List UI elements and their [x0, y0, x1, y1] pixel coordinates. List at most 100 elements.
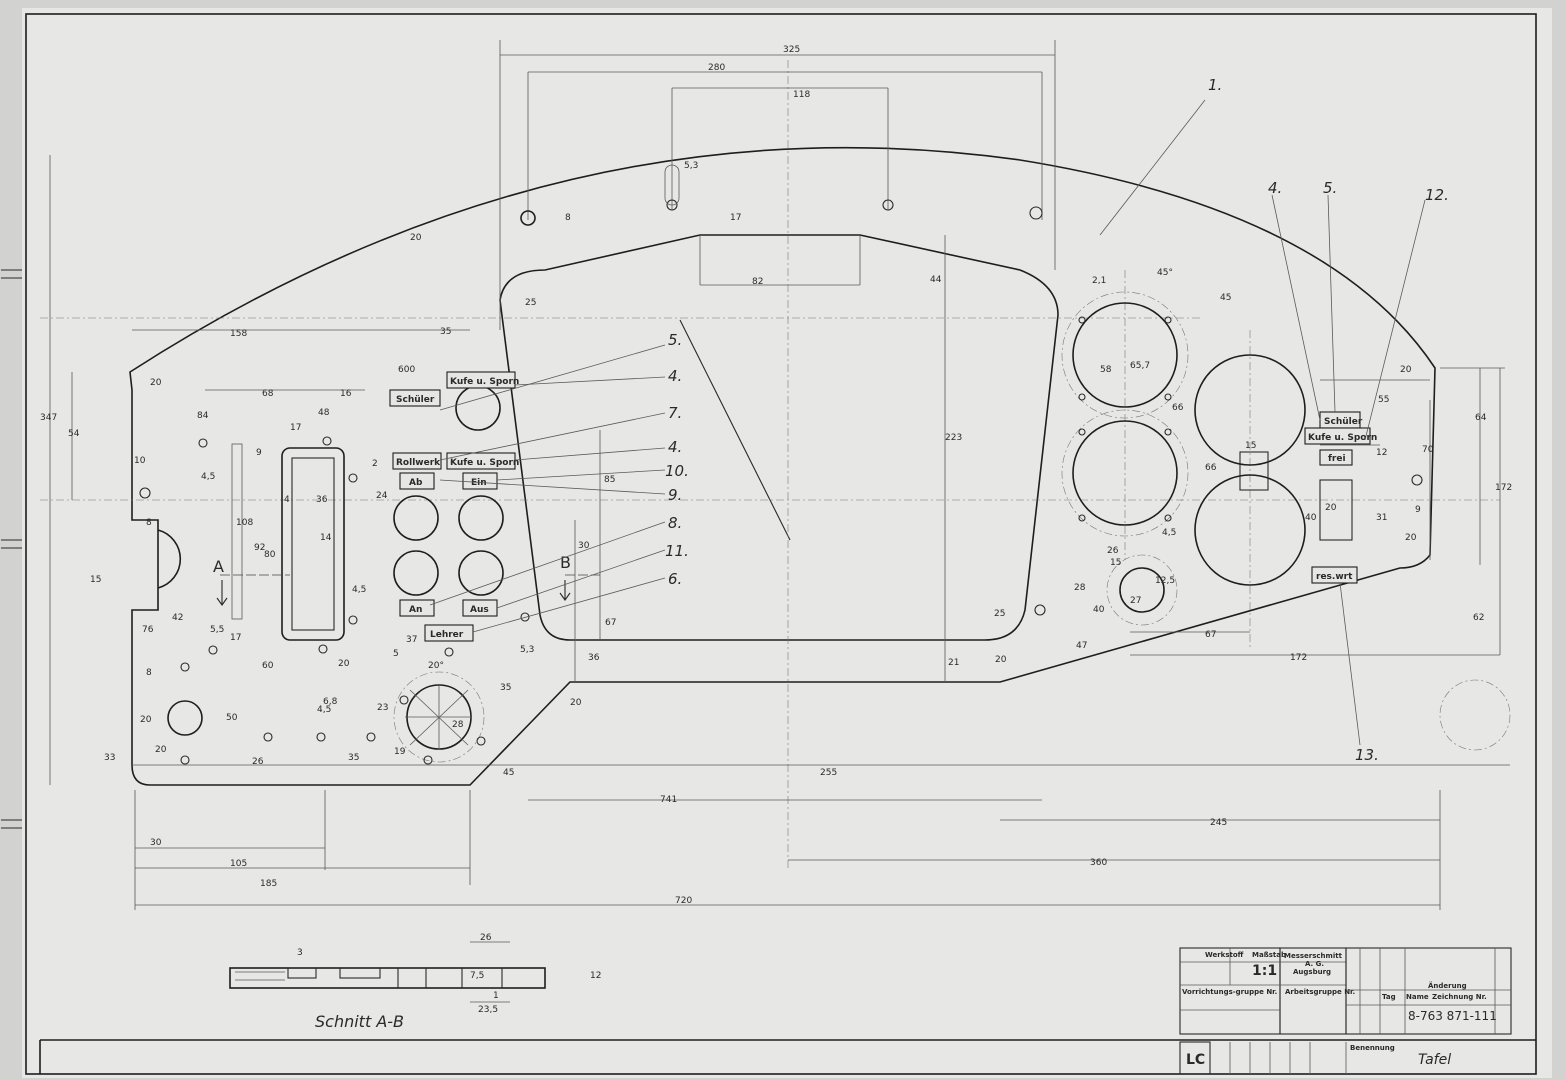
dim-2-1: 2,1 — [1092, 276, 1106, 286]
dim-66: 66 — [1172, 403, 1184, 413]
dim-54: 54 — [68, 429, 80, 439]
dim-48: 48 — [318, 408, 330, 418]
dim-158: 158 — [230, 329, 247, 339]
dim-24: 24 — [376, 491, 388, 501]
tb-aenderung: Änderung — [1428, 981, 1467, 990]
dim-16: 16 — [340, 389, 352, 399]
dim-172: 172 — [1290, 653, 1307, 663]
section-title: Schnitt A-B — [315, 1012, 404, 1031]
dim-25-r: 25 — [994, 609, 1005, 619]
dim-25: 25 — [525, 298, 536, 308]
section-dim-3: 3 — [297, 948, 303, 958]
dim-280: 280 — [708, 63, 725, 73]
dim-4-5-b: 4,5 — [352, 585, 366, 595]
callout-4b: 4. — [668, 438, 682, 456]
dim-741: 741 — [660, 795, 677, 805]
dim-20-corner: 20 — [155, 745, 167, 755]
dim-8-hole: 8 — [146, 518, 152, 528]
callout-4-right: 4. — [1268, 179, 1282, 197]
dim-720: 720 — [675, 896, 692, 906]
dim-30-b: 30 — [578, 541, 590, 551]
dim-185: 185 — [260, 879, 277, 889]
dim-45: 45 — [503, 768, 514, 778]
section-dim-26: 26 — [480, 933, 492, 943]
dim-31: 31 — [1376, 513, 1387, 523]
callout-7: 7. — [668, 404, 682, 422]
label-kufe-sporn: Kufe u. Sporn — [450, 377, 519, 387]
dim-68: 68 — [262, 389, 274, 399]
dim-26: 26 — [252, 757, 264, 767]
dim-47: 47 — [1076, 641, 1087, 651]
dim-70: 70 — [1422, 445, 1434, 455]
dim-60: 60 — [262, 661, 274, 671]
dim-17-slot: 17 — [290, 423, 301, 433]
dim-347: 347 — [40, 413, 57, 423]
dim-20-d: 20 — [570, 698, 582, 708]
dim-6-8: 6,8 — [323, 697, 338, 707]
dim-20-r2: 20 — [1405, 533, 1417, 543]
dim-66-b: 66 — [1205, 463, 1217, 473]
dim-325: 325 — [783, 45, 800, 55]
right-panel-features — [1061, 291, 1511, 751]
dim-28: 28 — [452, 720, 464, 730]
dim-44: 44 — [930, 275, 942, 285]
label-plates: Schüler Kufe u. Sporn Rollwerk Kufe u. S… — [213, 371, 1377, 642]
section-dim-12: 12 — [590, 971, 601, 981]
dim-14: 14 — [320, 533, 332, 543]
dim-35-b: 35 — [348, 753, 359, 763]
dim-20-tr: 20 — [1400, 365, 1412, 375]
dim-17-b: 17 — [230, 633, 241, 643]
dim-20-slot: 20 — [338, 659, 350, 669]
dim-40-r: 40 — [1305, 513, 1317, 523]
title-block: Werkstoff Maßstab 1:1 Messerschmitt A. G… — [1179, 947, 1512, 1075]
dim-5-3-b: 5,3 — [520, 645, 534, 655]
label-aus: Aus — [470, 605, 489, 615]
label-rollwerk: Rollwerk — [396, 458, 441, 468]
dim-42: 42 — [172, 613, 183, 623]
dim-20-b: 20 — [995, 655, 1007, 665]
dim-35-c: 35 — [500, 683, 511, 693]
tb-zeichnung: Zeichnung Nr. — [1432, 993, 1487, 1001]
dim-45-r: 45° — [1157, 268, 1173, 278]
section-mark-b: B — [560, 553, 571, 572]
callout-1: 1. — [1208, 76, 1222, 94]
center-lines — [40, 60, 1500, 870]
tb-drawing-no: 8-763 871-111 — [1408, 1009, 1497, 1023]
dim-67: 67 — [605, 618, 616, 628]
dim-105: 105 — [230, 859, 247, 869]
dim-30: 30 — [150, 838, 162, 848]
paper — [22, 8, 1552, 1078]
label-schueler-right: Schüler — [1324, 417, 1363, 427]
callout-13: 13. — [1355, 746, 1379, 764]
callout-12: 12. — [1425, 186, 1449, 204]
label-ein: Ein — [471, 478, 487, 488]
dim-17: 17 — [730, 213, 741, 223]
tb-arbeitsgruppe: Arbeitsgruppe Nr. — [1285, 988, 1355, 996]
dim-4: 4 — [284, 495, 290, 505]
dim-5: 5 — [393, 649, 399, 659]
dim-35: 35 — [440, 327, 451, 337]
dim-40: 40 — [1093, 605, 1105, 615]
dim-67-r: 67 — [1205, 630, 1216, 640]
label-lehrer: Lehrer — [430, 630, 464, 640]
dim-19: 19 — [394, 747, 406, 757]
dim-85: 85 — [604, 475, 615, 485]
panel-outline — [129, 146, 1436, 786]
dim-82: 82 — [752, 277, 763, 287]
dim-36: 36 — [316, 495, 328, 505]
tb-vorrichtung: Vorrichtungs-gruppe Nr. — [1182, 988, 1277, 996]
dim-8: 8 — [565, 213, 571, 223]
left-panel-features — [139, 164, 1046, 765]
label-schueler: Schüler — [396, 395, 435, 405]
dim-4-5-c: 4,5 — [317, 705, 331, 715]
section-dim-1: 1 — [493, 991, 499, 1001]
dim-4-5: 4,5 — [201, 472, 215, 482]
dim-2: 2 — [372, 459, 378, 469]
dim-5-3: 5,3 — [684, 161, 698, 171]
tb-name: Name — [1406, 993, 1429, 1001]
tb-company-1: Messerschmitt — [1284, 952, 1343, 960]
tb-massstab-label: Maßstab — [1252, 951, 1286, 959]
callout-6: 6. — [668, 570, 682, 588]
dim-55: 55 — [1378, 395, 1389, 405]
